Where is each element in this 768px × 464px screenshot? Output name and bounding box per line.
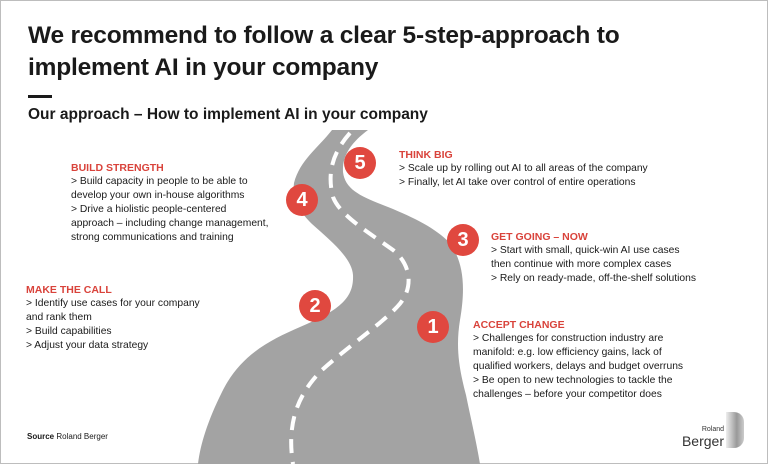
step-line: > Scale up by rolling out AI to all area… xyxy=(399,163,648,174)
step-line: > Build capabilities xyxy=(26,326,112,337)
step-line: qualified workers, delays and budget ove… xyxy=(473,361,684,372)
step-line: > Drive a hiolistic people-centered xyxy=(71,204,227,215)
roland-berger-logo: Roland Berger xyxy=(682,412,744,448)
source-value: Roland Berger xyxy=(56,432,108,441)
step-block-2: MAKE THE CALL > Identify use cases for y… xyxy=(26,283,200,353)
step-line: develop your own in-house algorithms xyxy=(71,190,245,201)
step-badge-2: 2 xyxy=(299,290,331,322)
road-surface xyxy=(198,130,480,464)
step-line: manifold: e.g. low efficiency gains, lac… xyxy=(473,347,662,358)
step-line: > Rely on ready-made, off-the-shelf solu… xyxy=(491,273,696,284)
step-block-4: BUILD STRENGTH > Build capacity in peopl… xyxy=(71,161,269,245)
step-block-1: ACCEPT CHANGE > Challenges for construct… xyxy=(473,318,683,402)
step-block-3: GET GOING – NOW > Start with small, quic… xyxy=(491,230,696,286)
step-line: > Challenges for construction industry a… xyxy=(473,333,664,344)
step-line: > Finally, let AI take over control of e… xyxy=(399,177,636,188)
step-line: strong communications and training xyxy=(71,232,234,243)
logo-bottom: Berger xyxy=(681,433,724,449)
step-line: approach – including change management, xyxy=(71,218,269,229)
step-heading: THINK BIG xyxy=(399,149,453,161)
step-line: > Build capacity in people to be able to xyxy=(71,176,248,187)
step-line: > Adjust your data strategy xyxy=(26,340,149,351)
source-label: Source xyxy=(27,432,55,441)
page-subtitle: Our approach – How to implement AI in yo… xyxy=(28,106,428,123)
step-heading: MAKE THE CALL xyxy=(26,284,112,296)
step-badge-3: 3 xyxy=(447,224,479,256)
step-line: then continue with more complex cases xyxy=(491,259,672,270)
step-line: and rank them xyxy=(26,312,92,323)
step-line: > Identify use cases for your company xyxy=(26,298,200,309)
step-heading: ACCEPT CHANGE xyxy=(473,319,565,331)
source-note: Source Roland Berger xyxy=(27,432,108,441)
logo-b-mark-icon xyxy=(726,412,744,448)
step-block-5: THINK BIG > Scale up by rolling out AI t… xyxy=(399,148,648,190)
step-line: > Start with small, quick-win AI use cas… xyxy=(491,245,680,256)
step-line: challenges – before your competitor does xyxy=(473,389,662,400)
step-heading: GET GOING – NOW xyxy=(491,231,588,243)
step-badge-1: 1 xyxy=(417,311,449,343)
step-badge-4: 4 xyxy=(286,184,318,216)
page-title: We recommend to follow a clear 5-step-ap… xyxy=(28,22,620,81)
step-heading: BUILD STRENGTH xyxy=(71,162,164,174)
logo-text: Roland Berger xyxy=(682,426,724,448)
title-rule xyxy=(28,95,52,98)
road-center-line xyxy=(289,131,411,464)
step-line: > Be open to new technologies to tackle … xyxy=(473,375,673,386)
logo-top: Roland xyxy=(701,426,724,433)
step-badge-5: 5 xyxy=(344,147,376,179)
